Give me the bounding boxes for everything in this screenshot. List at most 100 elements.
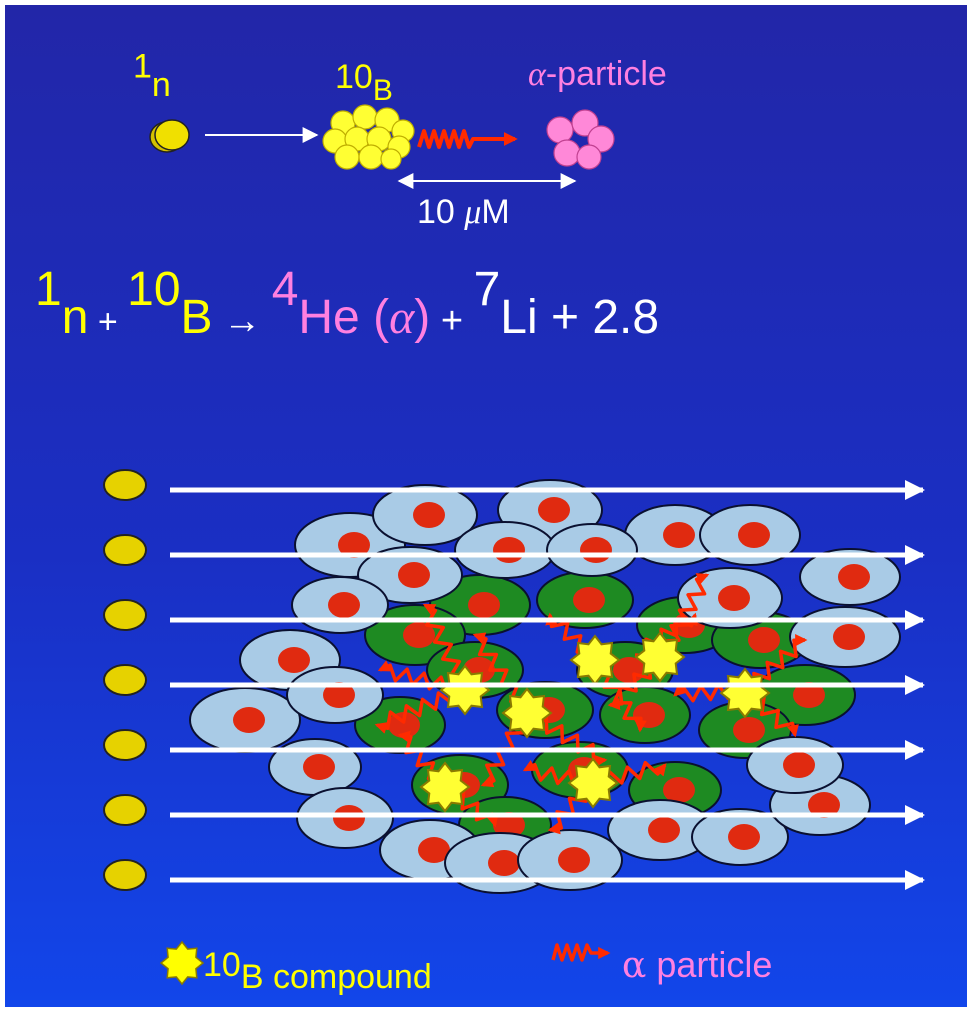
neutron-ball xyxy=(103,469,147,501)
neutron-ball xyxy=(103,599,147,631)
healthy-cell xyxy=(189,687,301,753)
cell-nucleus xyxy=(488,850,520,876)
eq-helium-symbol: He ( xyxy=(298,291,390,344)
legend-alpha-text: particle xyxy=(646,944,773,985)
alpha-particle-cluster xyxy=(546,109,615,170)
cell-nucleus xyxy=(793,682,825,708)
cell-nucleus xyxy=(733,717,765,743)
boron-compound-star xyxy=(634,631,686,683)
cell-nucleus xyxy=(328,592,360,618)
eq-boron: 10B xyxy=(127,266,212,342)
healthy-cell xyxy=(746,736,844,794)
eq-lithium-symbol: Li xyxy=(500,291,538,344)
boron-compound-star xyxy=(569,634,621,686)
healthy-cell xyxy=(296,787,394,849)
legend-boron-mass: 10 xyxy=(203,946,241,984)
alpha-emission-arrow xyxy=(417,129,518,149)
cell-nucleus xyxy=(748,627,780,653)
alpha-particle-label: α-particle xyxy=(528,57,667,92)
cell-nucleus xyxy=(338,532,370,558)
cell-nucleus xyxy=(580,537,612,563)
range-unit: M xyxy=(481,193,510,231)
cell-nucleus xyxy=(663,522,695,548)
cell-nucleus xyxy=(538,497,570,523)
eq-boron-symbol: B xyxy=(180,291,213,344)
alpha-particle-text: -particle xyxy=(545,55,667,93)
healthy-cell xyxy=(546,523,638,577)
eq-energy: + 2.8 xyxy=(537,291,660,344)
healthy-cell xyxy=(372,484,478,546)
tumor-cell xyxy=(754,664,856,726)
neutron-beam xyxy=(103,469,925,891)
cell-nucleus xyxy=(398,562,430,588)
boron-label: 10B xyxy=(335,58,393,106)
cell-nucleus xyxy=(493,812,525,838)
range-mu: μ xyxy=(464,194,482,231)
boron-compounds xyxy=(419,631,771,813)
cell-nucleus xyxy=(718,585,750,611)
range-number: 10 xyxy=(417,193,465,231)
cell-nucleus xyxy=(418,837,450,863)
tumor-cell xyxy=(354,696,446,754)
legend-alpha-label: α particle xyxy=(622,947,772,984)
healthy-cell xyxy=(357,546,463,604)
alpha-symbol: α xyxy=(528,56,546,93)
cell-nucleus xyxy=(468,592,500,618)
neutron-particle xyxy=(149,119,190,153)
neutron-ball xyxy=(103,664,147,696)
boron-nucleus xyxy=(322,104,415,170)
healthy-cell xyxy=(799,548,901,606)
eq-lithium-mass: 7 xyxy=(473,263,501,316)
legend-boron-label: 10B compound xyxy=(203,946,432,994)
legend-boron-star-icon xyxy=(159,940,205,986)
eq-neutron-symbol: n xyxy=(61,291,89,344)
eq-helium-close: ) xyxy=(414,291,431,344)
boron-compound-star xyxy=(419,761,471,813)
boron-compound-star xyxy=(501,687,553,739)
slide: 1n 10B α-particle 10 μM 1n + 10B → 4He (… xyxy=(5,5,967,1007)
legend-alpha-symbol: α xyxy=(622,945,647,986)
cell-nucleus xyxy=(388,712,420,738)
cell-nucleus xyxy=(558,847,590,873)
boron-label-mass: 10 xyxy=(335,58,373,96)
cell-nucleus xyxy=(648,817,680,843)
eq-helium: 4He (α) xyxy=(272,266,431,342)
neutron-label: 1n xyxy=(133,50,171,102)
healthy-cell xyxy=(286,666,384,724)
cell-nucleus xyxy=(783,752,815,778)
boron-label-symbol: B xyxy=(372,74,393,107)
cell-nucleus xyxy=(833,624,865,650)
cell-nucleus xyxy=(573,587,605,613)
eq-arrow: → xyxy=(212,300,272,342)
legend-compound-text: compound xyxy=(263,958,432,996)
legend-boron-symbol: B xyxy=(240,958,264,996)
cell-nucleus xyxy=(493,537,525,563)
healthy-cell xyxy=(268,738,362,796)
tumor-cell xyxy=(536,571,634,629)
neutron-ball xyxy=(103,729,147,761)
neutron-label-mass: 1 xyxy=(133,47,152,86)
eq-plus-1: + xyxy=(88,303,128,341)
cell-nucleus xyxy=(303,754,335,780)
eq-helium-mass: 4 xyxy=(271,263,299,316)
neutron-ball xyxy=(103,859,147,891)
eq-alpha-symbol: α xyxy=(389,291,415,344)
reaction-equation: 1n + 10B → 4He (α) + 7Li + 2.8 xyxy=(35,266,659,342)
healthy-cell xyxy=(691,808,789,866)
cell-nucleus xyxy=(728,824,760,850)
boron-compound-star xyxy=(719,667,771,719)
healthy-cell xyxy=(699,504,801,566)
bnct-diagram xyxy=(103,104,925,986)
cell-nucleus xyxy=(278,647,310,673)
cell-nucleus xyxy=(323,682,355,708)
boron-compound-star xyxy=(439,664,491,716)
cell-nucleus xyxy=(403,622,435,648)
eq-neutron-mass: 1 xyxy=(35,263,62,316)
neutron-ball xyxy=(103,794,147,826)
cell-nucleus xyxy=(333,805,365,831)
cell-nucleus xyxy=(663,777,695,803)
cell-nucleus xyxy=(633,702,665,728)
neutron-label-symbol: n xyxy=(151,66,171,104)
cell-nucleus xyxy=(738,522,770,548)
cell-nucleus xyxy=(233,707,265,733)
